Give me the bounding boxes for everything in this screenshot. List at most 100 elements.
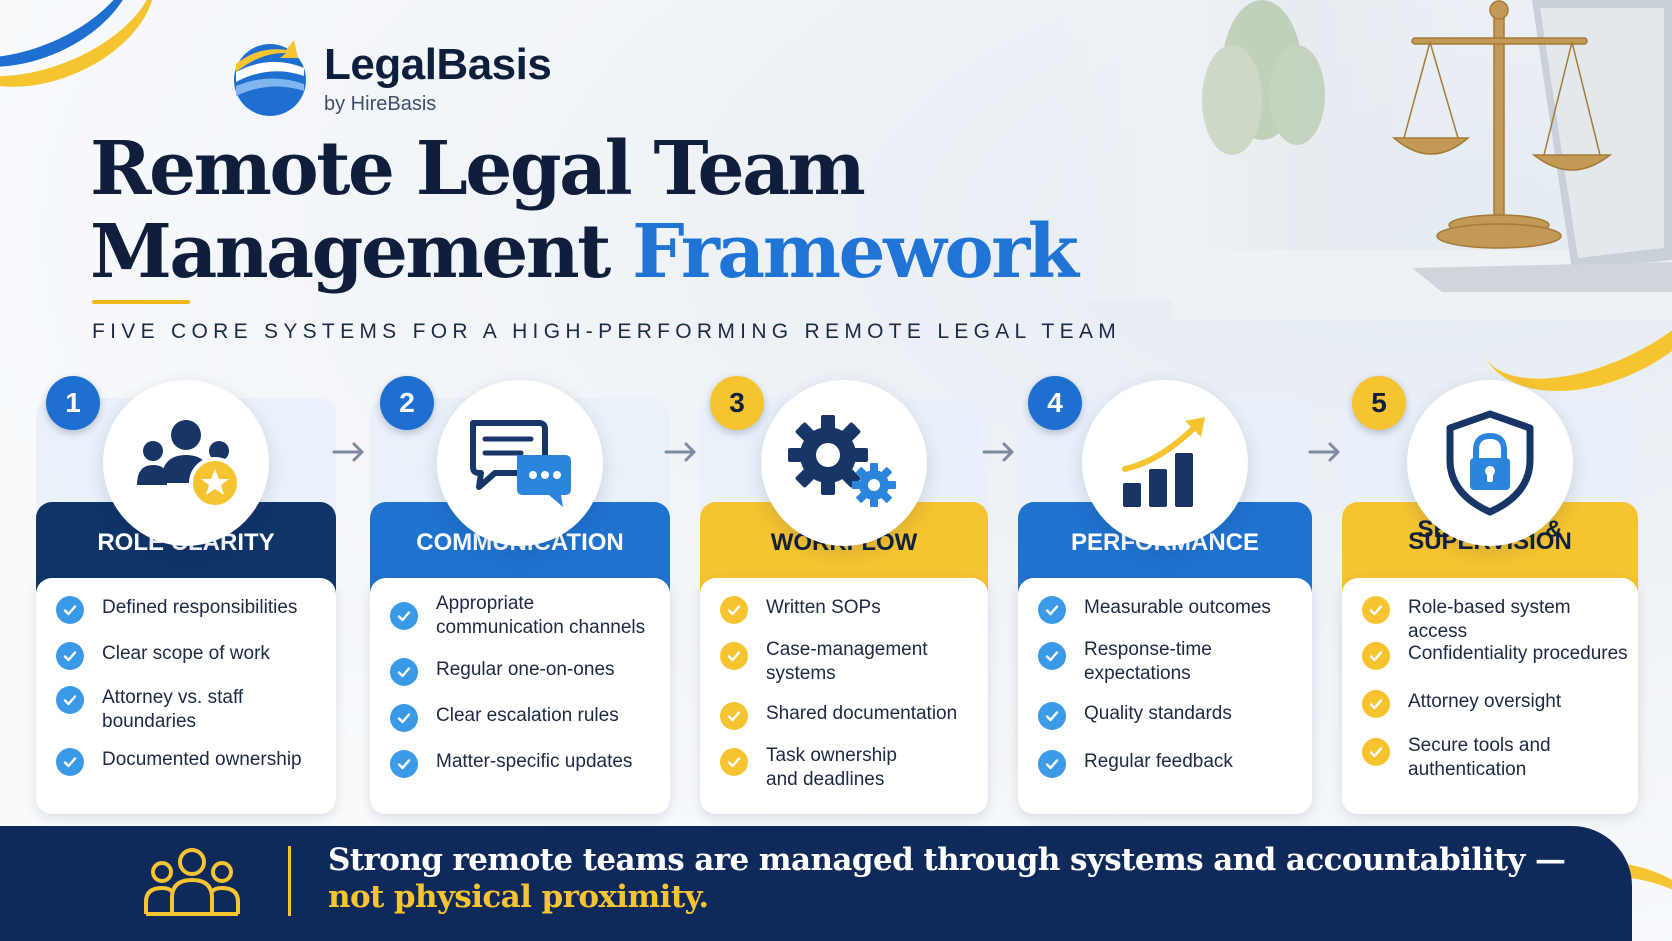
step-badge: 3 [710, 376, 764, 430]
list-item: Regular feedback [1038, 750, 1304, 778]
gears-icon [788, 415, 896, 507]
item-text: Attorney oversight [1408, 691, 1562, 712]
check-icon [390, 750, 418, 778]
footer-divider [288, 846, 291, 916]
check-icon [56, 748, 84, 776]
check-icon [720, 596, 748, 624]
check-icon [390, 704, 418, 732]
growth-chart-icon [1122, 417, 1205, 507]
card-workflow: WORKFLOW Written SOPs Case-management sy… [700, 376, 988, 814]
item-text: Clear escalation rules [436, 705, 619, 726]
item-text: Clear scope of work [102, 643, 270, 664]
item-text: Documented ownership [102, 749, 302, 770]
list-item: Role-based system access [1362, 596, 1630, 644]
step-badge: 1 [46, 376, 100, 430]
step-badge: 5 [1352, 376, 1406, 430]
item-text: Appropriate communication channels [436, 593, 646, 638]
team-star-icon [137, 420, 241, 509]
item-text: Shared documentation [766, 703, 958, 724]
brand-logo: LegalBasis by HireBasis [228, 36, 552, 120]
list-item: Task ownership and deadlines [720, 744, 980, 792]
item-text: Matter-specific updates [436, 751, 633, 772]
item-text: Role-based system access [1408, 597, 1571, 642]
check-icon [390, 602, 418, 630]
step-badge: 4 [1028, 376, 1082, 430]
check-icon [1038, 702, 1066, 730]
chat-bubbles-icon [470, 420, 571, 507]
item-text: Regular feedback [1084, 751, 1233, 772]
card-communication: COMMUNICATION Appropriate communication … [370, 376, 670, 814]
list-item: Clear scope of work [56, 642, 328, 670]
card-body: Written SOPs Case-management systems Sha… [700, 578, 988, 814]
list-item: Attorney vs. staff boundaries [56, 686, 328, 734]
check-icon [720, 642, 748, 670]
card-icon-circle [761, 380, 927, 546]
check-icon [720, 748, 748, 776]
page-title: Remote Legal Team Management Framework [90, 126, 1079, 295]
title-accent: Framework [632, 209, 1079, 295]
item-text: Secure tools and authentication [1408, 735, 1551, 780]
card-body: Measurable outcomes Response-time expect… [1018, 578, 1312, 814]
item-text: Response-time expectations [1084, 639, 1212, 684]
title-line-2: Management Framework [90, 209, 1079, 295]
brand-name: LegalBasis [324, 39, 552, 89]
team-outline-icon [144, 848, 240, 916]
globe-logo-icon [234, 40, 306, 116]
card-icon-circle [437, 380, 603, 546]
list-item: Regular one-on-ones [390, 658, 662, 686]
card-icon-circle [1407, 380, 1573, 546]
item-text: Measurable outcomes [1084, 597, 1271, 618]
title-line-1: Remote Legal Team [90, 126, 866, 212]
list-item: Written SOPs [720, 596, 980, 624]
shield-lock-icon [1446, 410, 1534, 516]
item-text: Case-management systems [766, 639, 928, 684]
check-icon [1362, 738, 1390, 766]
card-body: Appropriate communication channels Regul… [370, 578, 670, 814]
step-badge: 2 [380, 376, 434, 430]
title-line-2-main: Management [90, 209, 611, 295]
footer-tagline-main: Strong remote teams are managed through … [328, 842, 1566, 878]
item-text: Defined responsibilities [102, 597, 298, 618]
check-icon [1362, 596, 1390, 624]
check-icon [56, 686, 84, 714]
list-item: Quality standards [1038, 702, 1304, 730]
check-icon [390, 658, 418, 686]
card-performance: PERFORMANCE Measurable outcomes Response… [1018, 376, 1312, 814]
check-icon [1038, 596, 1066, 624]
item-text: Written SOPs [766, 597, 881, 618]
item-text: Task ownership and deadlines [766, 745, 897, 790]
list-item: Case-management systems [720, 638, 980, 686]
check-icon [1038, 642, 1066, 670]
arrow-right-icon [332, 442, 364, 462]
arrow-right-icon [664, 442, 696, 462]
list-item: Matter-specific updates [390, 750, 662, 778]
check-icon [1362, 690, 1390, 718]
list-item: Shared documentation [720, 702, 980, 730]
card-security-supervision: SECURITY &SUPERVISION Role-based system … [1342, 376, 1638, 814]
list-item: Measurable outcomes [1038, 596, 1304, 624]
list-item: Documented ownership [56, 748, 328, 776]
check-icon [56, 596, 84, 624]
list-item: Secure tools and authentication [1362, 734, 1630, 782]
arrow-right-icon [1308, 442, 1340, 462]
list-item: Defined responsibilities [56, 596, 328, 624]
footer-banner [0, 826, 1632, 941]
item-text: Quality standards [1084, 703, 1232, 724]
item-text: Regular one-on-ones [436, 659, 615, 680]
card-icon-circle [103, 380, 269, 546]
list-item: Clear escalation rules [390, 704, 662, 732]
list-item: Attorney oversight [1362, 690, 1630, 718]
card-icon-circle [1082, 380, 1248, 546]
footer-tagline: Strong remote teams are managed through … [328, 842, 1566, 916]
item-text: Attorney vs. staff boundaries [102, 687, 244, 732]
list-item: Confidentiality procedures [1362, 642, 1630, 670]
check-icon [56, 642, 84, 670]
brand-subtitle: by HireBasis [324, 92, 437, 115]
scales-laptop-illustration [1172, 0, 1672, 320]
card-role-clarity: ROLE CLARITY Defined responsibilities Cl… [36, 376, 336, 814]
check-icon [1362, 642, 1390, 670]
list-item: Response-time expectations [1038, 638, 1304, 686]
arrow-right-icon [982, 442, 1014, 462]
check-icon [720, 702, 748, 730]
page-subtitle: FIVE CORE SYSTEMS FOR A HIGH-PERFORMING … [92, 320, 1122, 343]
